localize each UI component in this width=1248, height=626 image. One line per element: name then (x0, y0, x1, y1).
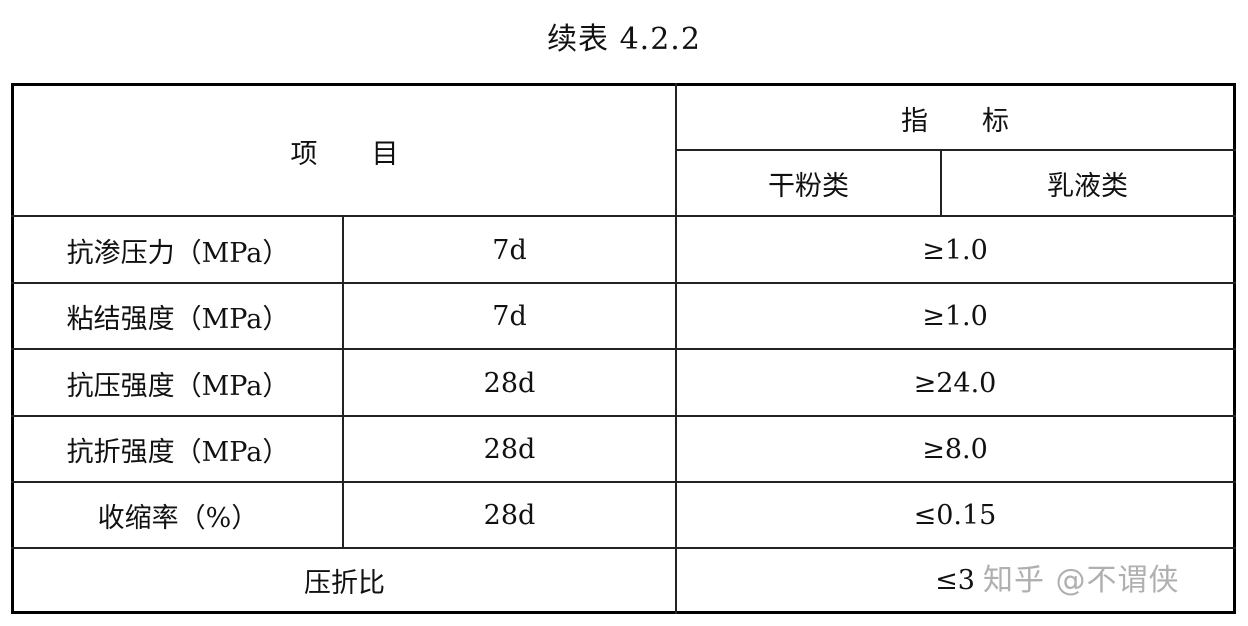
divider (11, 348, 1236, 350)
row-value: ≥8.0 (922, 434, 988, 465)
row-value: ≥24.0 (913, 367, 997, 399)
divider (11, 282, 1236, 284)
row-age: 7d (492, 234, 527, 266)
row-item: 粘结强度（MPa） (66, 304, 290, 335)
divider (11, 415, 1236, 417)
row-item: 抗渗压力（MPa） (66, 237, 290, 269)
row-item: 收缩率（%） (97, 503, 259, 534)
row-value: ≥1.0 (922, 234, 988, 266)
divider (675, 83, 677, 614)
row-age: 28d (483, 500, 536, 531)
divider (11, 215, 1236, 217)
row-age: 7d (492, 301, 527, 332)
header-indicator: 指 标 (901, 105, 1009, 137)
row-item: 抗折强度（MPa） (66, 437, 290, 468)
row-age: 28d (483, 434, 536, 465)
divider (11, 481, 1236, 483)
divider (11, 547, 1236, 549)
table-title: 续表 4.2.2 (547, 22, 701, 57)
row-value: ≥1.0 (922, 301, 988, 332)
divider (342, 216, 344, 548)
header-dry-powder: 干粉类 (768, 171, 849, 202)
header-item: 项 目 (290, 138, 399, 170)
row-value: ≤0.15 (913, 500, 997, 531)
last-row-value: ≤3 (935, 564, 975, 596)
header-emulsion: 乳液类 (1047, 171, 1128, 202)
divider (940, 150, 942, 216)
row-item: 抗压强度（MPa） (66, 370, 290, 402)
row-age: 28d (483, 367, 536, 399)
divider (676, 149, 1236, 151)
watermark: 知乎 @不谓侠 (983, 563, 1180, 598)
last-row-item: 压折比 (304, 567, 385, 599)
